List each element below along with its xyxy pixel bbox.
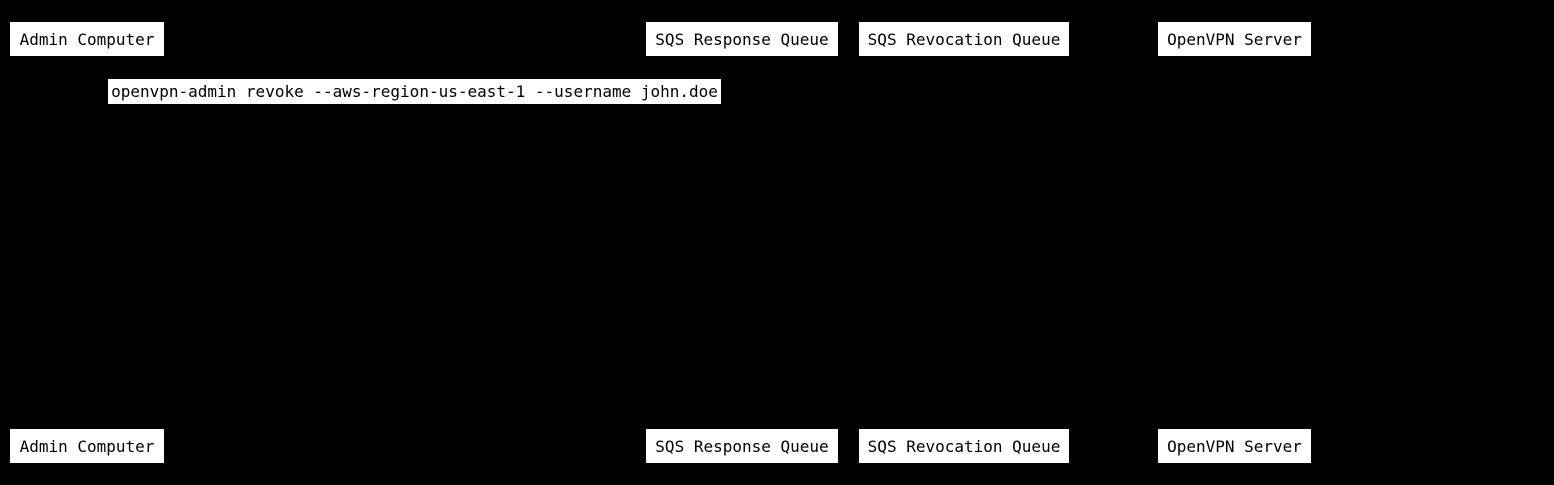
- actor-bottom-sqs-response-queue: SQS Response Queue: [646, 429, 838, 463]
- actor-bottom-sqs-revocation-queue: SQS Revocation Queue: [859, 429, 1069, 463]
- actor-top-sqs-revocation-queue: SQS Revocation Queue: [859, 22, 1069, 56]
- actor-bottom-openvpn-server: OpenVPN Server: [1158, 429, 1311, 463]
- actor-top-sqs-response-queue: SQS Response Queue: [646, 22, 838, 56]
- message-label-revoke-command: openvpn-admin revoke --aws-region-us-eas…: [108, 79, 721, 104]
- actor-top-admin-computer: Admin Computer: [10, 22, 164, 56]
- actor-bottom-admin-computer: Admin Computer: [10, 429, 164, 463]
- actor-top-openvpn-server: OpenVPN Server: [1158, 22, 1311, 56]
